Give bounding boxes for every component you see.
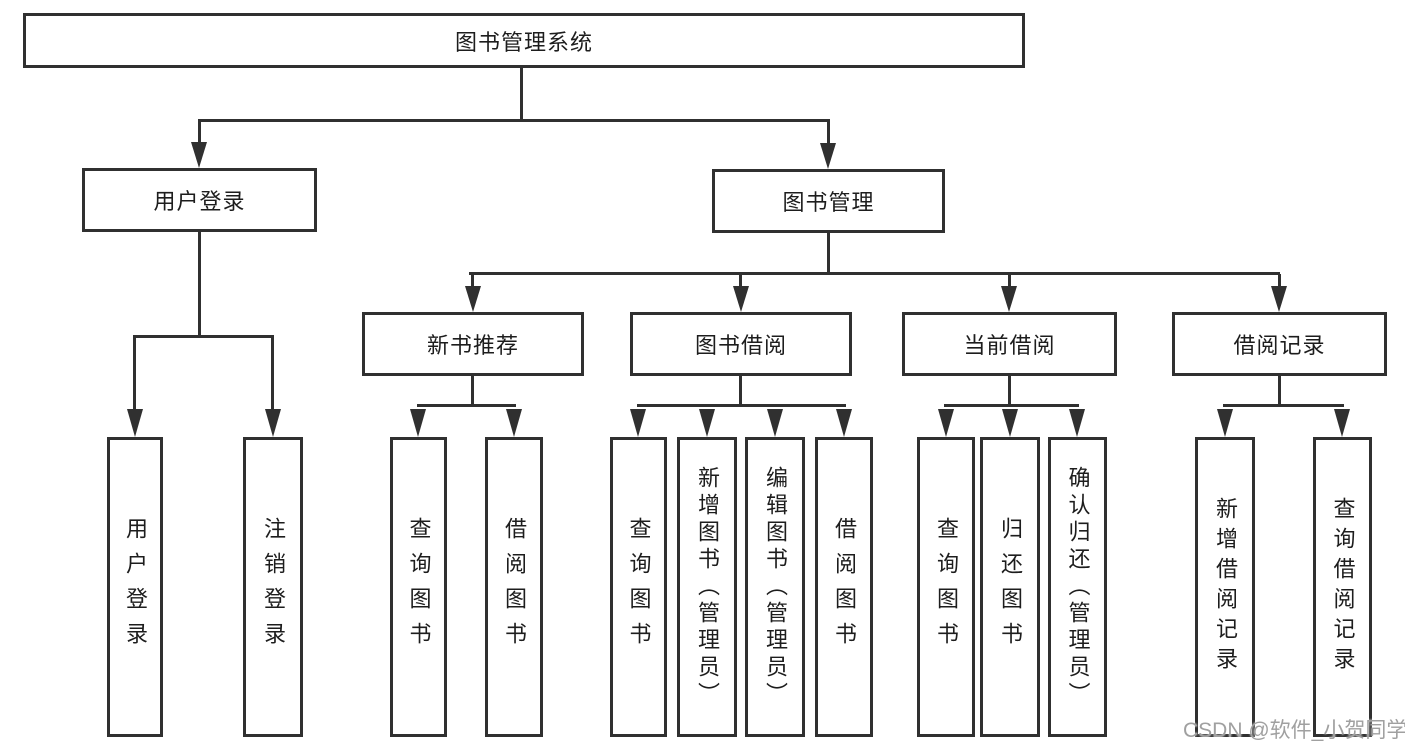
arrow-down-icon [1334, 409, 1350, 437]
leaf-label: 查询图书 [934, 517, 959, 657]
connector-line [271, 337, 274, 411]
leaf-label: 编辑图书（管理员） [763, 465, 788, 709]
node-new-book-recommend-label: 新书推荐 [426, 333, 519, 358]
connector-line [739, 376, 742, 405]
connector-line [198, 121, 201, 144]
connector-line [133, 337, 136, 411]
node-current-borrow: 当前借阅 [902, 312, 1117, 376]
node-user-login: 用户登录 [82, 168, 317, 232]
leaf-query-borrow-record: 查询借阅记录 [1313, 437, 1372, 737]
connector-line [198, 232, 201, 335]
connector-line [1278, 376, 1281, 405]
leaf-edit-book-admin: 编辑图书（管理员） [745, 437, 805, 737]
leaf-query-books-current: 查询图书 [917, 437, 975, 737]
arrow-down-icon [836, 409, 852, 437]
leaf-label: 借阅图书 [832, 517, 857, 657]
connector-line [1223, 404, 1344, 407]
connector-line [827, 233, 830, 272]
leaf-label: 查询图书 [626, 517, 652, 657]
connector-line [133, 335, 274, 338]
leaf-confirm-return-admin: 确认归还（管理员） [1048, 437, 1107, 737]
leaf-label: 归还图书 [998, 517, 1023, 657]
connector-line [471, 274, 474, 288]
leaf-label: 查询借阅记录 [1330, 497, 1356, 677]
leaf-add-book-admin: 新增图书（管理员） [677, 437, 737, 737]
leaf-logout-label: 注销登录 [261, 517, 286, 657]
arrow-down-icon [465, 286, 481, 312]
leaf-label: 确认归还（管理员） [1065, 465, 1091, 709]
connector-line [1008, 376, 1011, 405]
arrow-down-icon [1001, 286, 1017, 312]
node-user-login-label: 用户登录 [153, 189, 246, 214]
arrow-down-icon [767, 409, 783, 437]
connector-line [739, 274, 742, 288]
node-root-label: 图书管理系统 [454, 29, 593, 55]
connector-line [637, 404, 846, 407]
arrow-down-icon [1002, 409, 1018, 437]
arrow-down-icon [630, 409, 646, 437]
leaf-return-books: 归还图书 [980, 437, 1040, 737]
node-borrow-records-label: 借阅记录 [1233, 333, 1326, 358]
leaf-query-books-borrow: 查询图书 [610, 437, 667, 737]
arrow-down-icon [699, 409, 715, 437]
connector-line [198, 119, 830, 122]
leaf-logout: 注销登录 [243, 437, 303, 737]
leaf-user-login-label: 用户登录 [123, 517, 148, 657]
node-book-borrow-label: 图书借阅 [694, 333, 787, 358]
arrow-down-icon [938, 409, 954, 437]
leaf-borrow-books-recommend: 借阅图书 [485, 437, 543, 737]
arrow-down-icon [127, 409, 143, 437]
leaf-query-books-recommend: 查询图书 [390, 437, 447, 737]
leaf-add-borrow-record: 新增借阅记录 [1195, 437, 1255, 737]
connector-line [1008, 274, 1011, 288]
arrow-down-icon [733, 286, 749, 312]
arrow-down-icon [410, 409, 426, 437]
node-book-management-label: 图书管理 [782, 190, 875, 215]
leaf-label: 新增借阅记录 [1213, 497, 1238, 677]
node-current-borrow-label: 当前借阅 [963, 333, 1056, 358]
leaf-user-login: 用户登录 [107, 437, 163, 737]
arrow-down-icon [191, 142, 207, 168]
node-book-management: 图书管理 [712, 169, 945, 233]
node-new-book-recommend: 新书推荐 [362, 312, 584, 376]
connector-line [1278, 274, 1281, 288]
connector-line [827, 121, 830, 145]
connector-line [520, 68, 523, 119]
arrow-down-icon [1271, 286, 1287, 312]
arrow-down-icon [1217, 409, 1233, 437]
node-root: 图书管理系统 [23, 13, 1025, 68]
arrow-down-icon [506, 409, 522, 437]
leaf-label: 新增图书（管理员） [695, 465, 720, 709]
arrow-down-icon [820, 143, 836, 169]
connector-line [469, 272, 1280, 275]
leaf-label: 查询图书 [406, 517, 432, 657]
connector-line [471, 376, 474, 405]
node-borrow-records: 借阅记录 [1172, 312, 1387, 376]
arrow-down-icon [1069, 409, 1085, 437]
leaf-borrow-books: 借阅图书 [815, 437, 873, 737]
connector-line [944, 404, 1079, 407]
leaf-label: 借阅图书 [502, 517, 527, 657]
arrow-down-icon [265, 409, 281, 437]
csdn-watermark: CSDN @软件_小贺同学 [1183, 719, 1405, 742]
node-book-borrow: 图书借阅 [630, 312, 852, 376]
connector-line [417, 404, 516, 407]
